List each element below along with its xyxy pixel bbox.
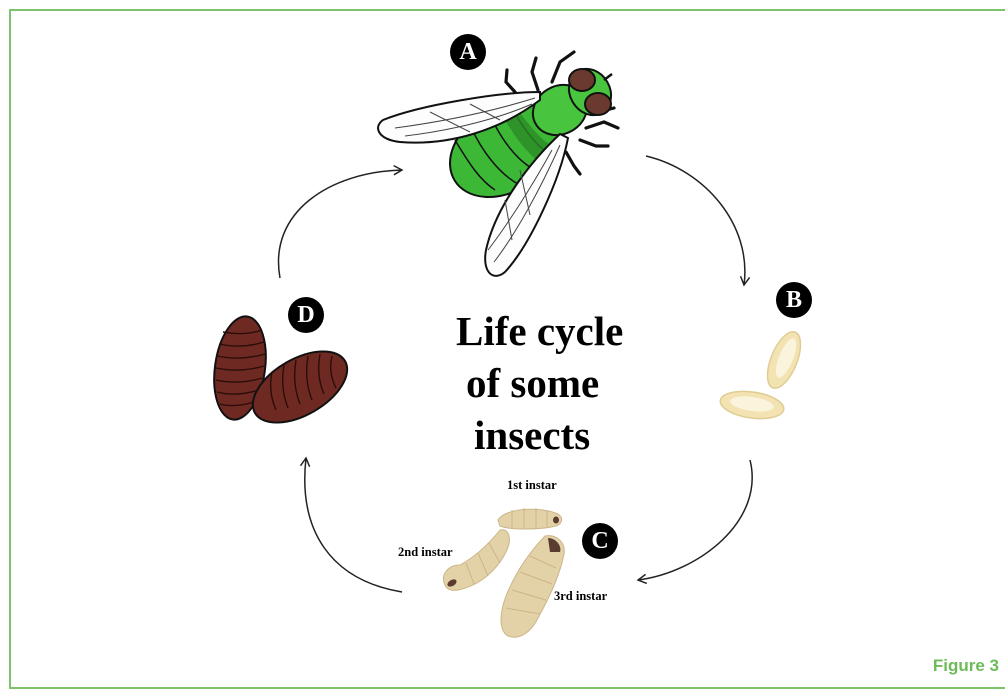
pupae-icon — [208, 313, 359, 437]
larvae-icon — [443, 508, 564, 637]
label-second-instar: 2nd instar — [398, 545, 453, 560]
label-third-instar: 3rd instar — [554, 589, 607, 604]
figure-number: Figure 3 — [933, 656, 999, 676]
badge-pupa: D — [288, 297, 324, 333]
title-line-3: insects — [438, 409, 648, 461]
badge-adult: A — [450, 34, 486, 70]
eggs-icon — [719, 327, 808, 422]
badge-egg: B — [776, 282, 812, 318]
title-line-2: of some — [438, 357, 648, 409]
arrow-b-to-c — [638, 460, 752, 580]
label-first-instar: 1st instar — [507, 478, 557, 493]
arrow-a-to-b — [646, 156, 745, 285]
title-line-1: Life cycle — [438, 305, 648, 357]
adult-fly-icon — [378, 52, 619, 276]
arrow-d-to-a — [279, 170, 402, 278]
arrow-c-to-d — [305, 458, 402, 592]
diagram-title: Life cycle of some insects — [438, 305, 648, 461]
badge-larva: C — [582, 523, 618, 559]
larva-first-instar — [498, 509, 562, 529]
